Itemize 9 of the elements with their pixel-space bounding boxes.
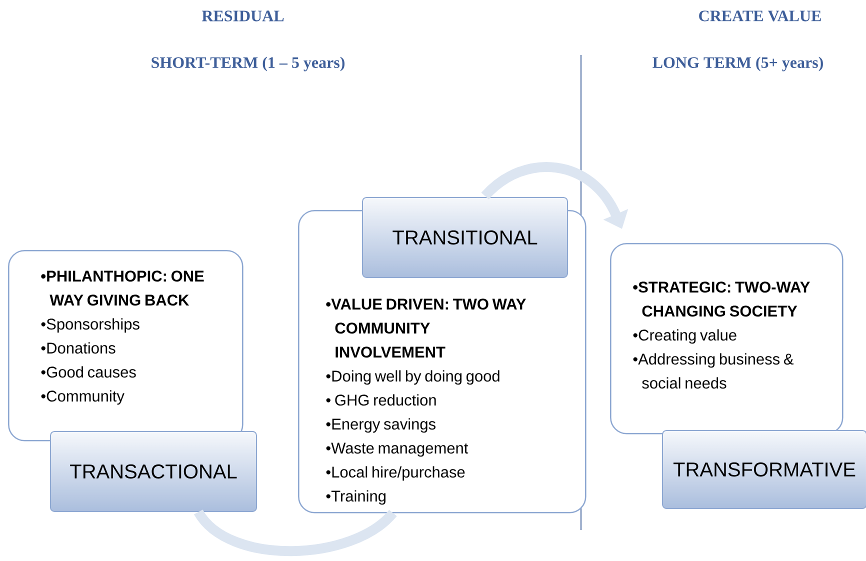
column-heading: CREATE VALUE xyxy=(699,10,821,22)
stage-label-box: TRANSACTIONAL xyxy=(50,431,257,512)
text-card: •PHILANTHOPIC: ONE WAY GIVING BACK •Sponsorships •Donations •Good causes •Community xyxy=(8,250,244,442)
stage-label-box: TRANSITIONAL xyxy=(362,197,568,278)
stage-label-box: TRANSFORMATIVE xyxy=(662,430,866,509)
text-card: •STRATEGIC: TWO-WAY CHANGING SOCIETY •Creating value •Addressing business & social needs xyxy=(610,243,844,434)
column-heading: RESIDUAL xyxy=(202,10,284,22)
column-heading: LONG TERM (5+ years) xyxy=(652,56,823,72)
column-heading: SHORT-TERM (1 – 5 years) xyxy=(152,56,344,72)
